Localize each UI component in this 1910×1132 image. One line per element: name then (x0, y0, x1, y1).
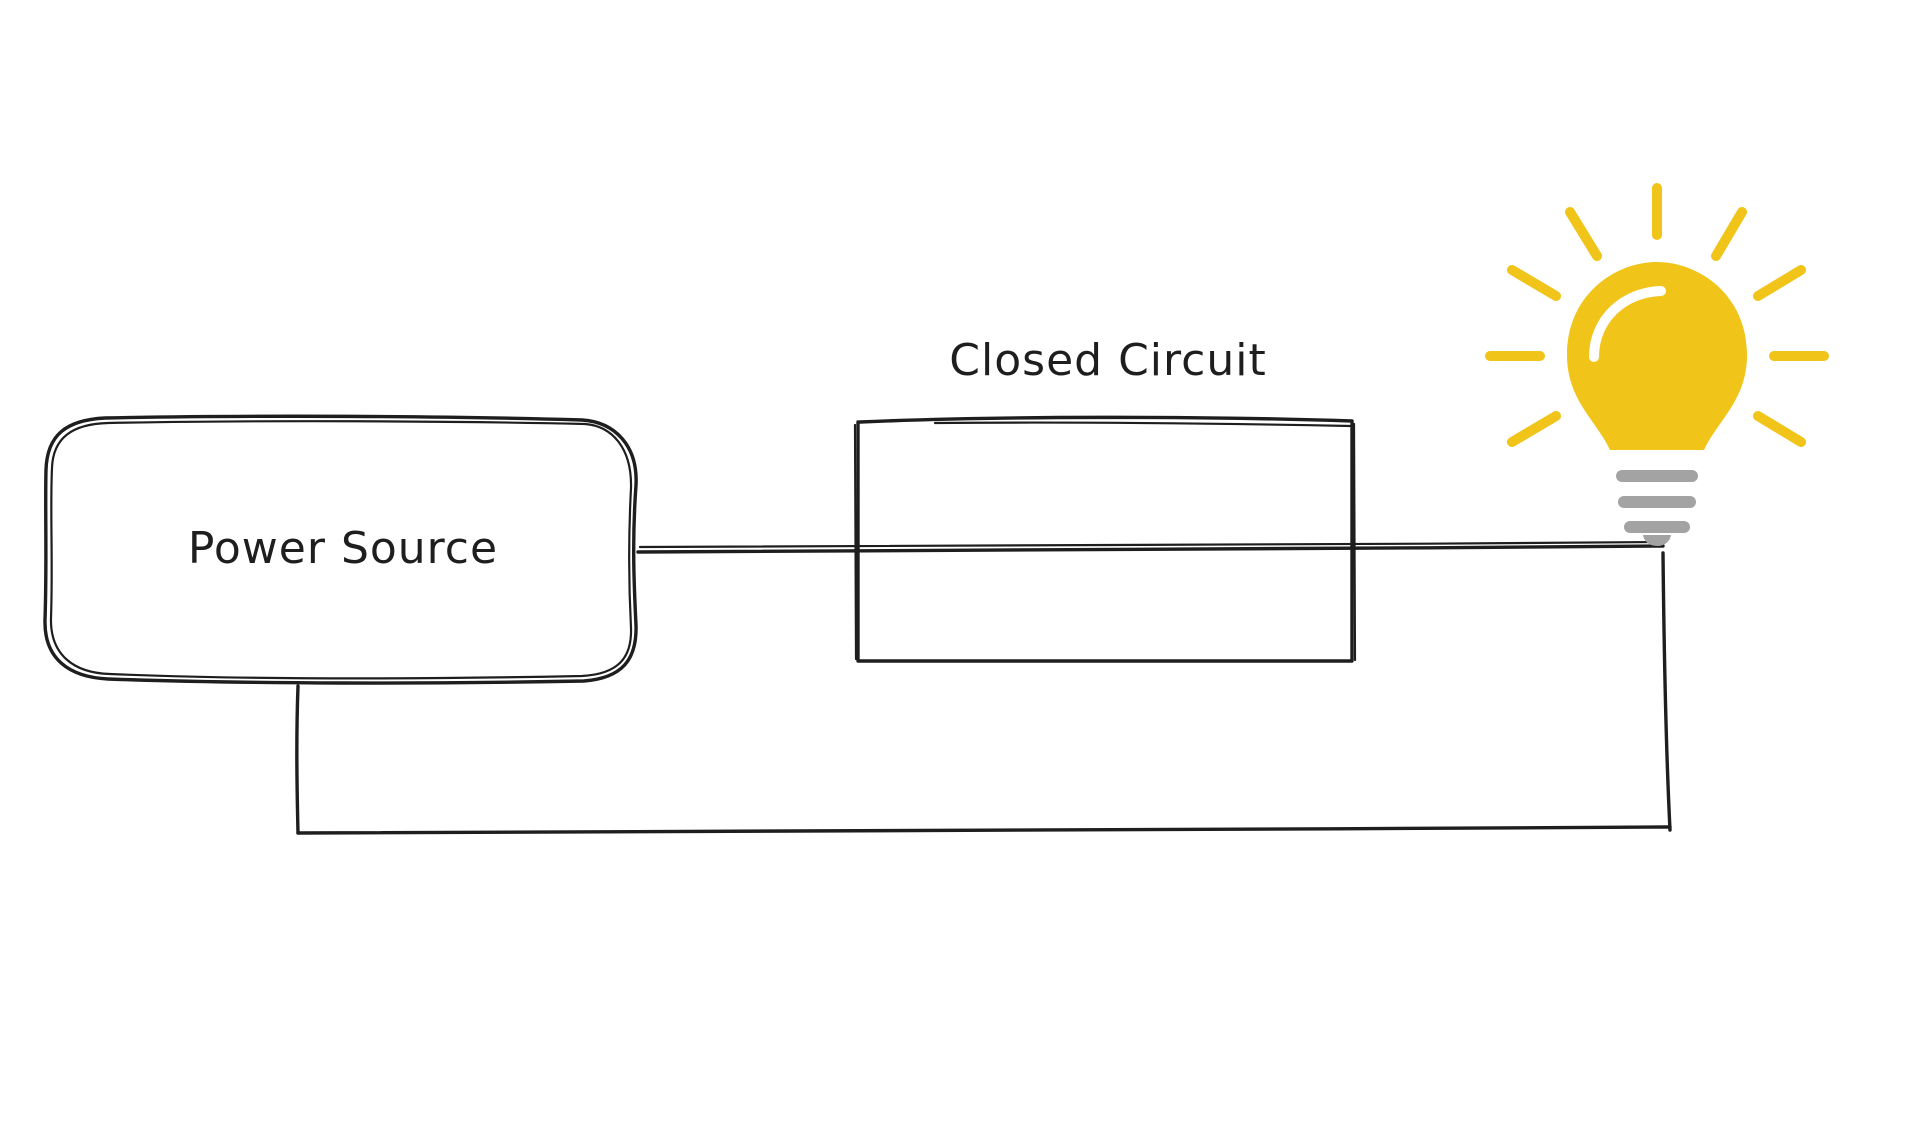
top-wire-pass (638, 540, 1664, 549)
closed-circuit-label: Closed Circuit (949, 335, 1266, 386)
closed-circuit-left-pass (853, 423, 858, 661)
bulb-tip (1643, 535, 1671, 546)
power-source-outline (43, 414, 638, 685)
right-wire (1661, 551, 1672, 832)
power-source-label: Power Source (188, 523, 498, 574)
top-wire (636, 544, 1665, 554)
closed-circuit-right-pass (1352, 422, 1357, 662)
left-wire (295, 684, 300, 835)
wires (295, 540, 1672, 835)
power-source-outline-pass (49, 420, 633, 680)
closed-circuit-box[interactable]: Closed Circuit (853, 335, 1357, 663)
closed-circuit-top-pass (933, 421, 1352, 428)
power-source-box[interactable]: Power Source (43, 414, 638, 685)
bulb-base (1616, 470, 1698, 546)
lightbulb-icon (1485, 183, 1829, 546)
closed-circuit-outline (856, 415, 1354, 663)
bulb-highlight (1589, 286, 1666, 362)
light-rays (1485, 183, 1829, 447)
bottom-wire (296, 825, 1672, 835)
